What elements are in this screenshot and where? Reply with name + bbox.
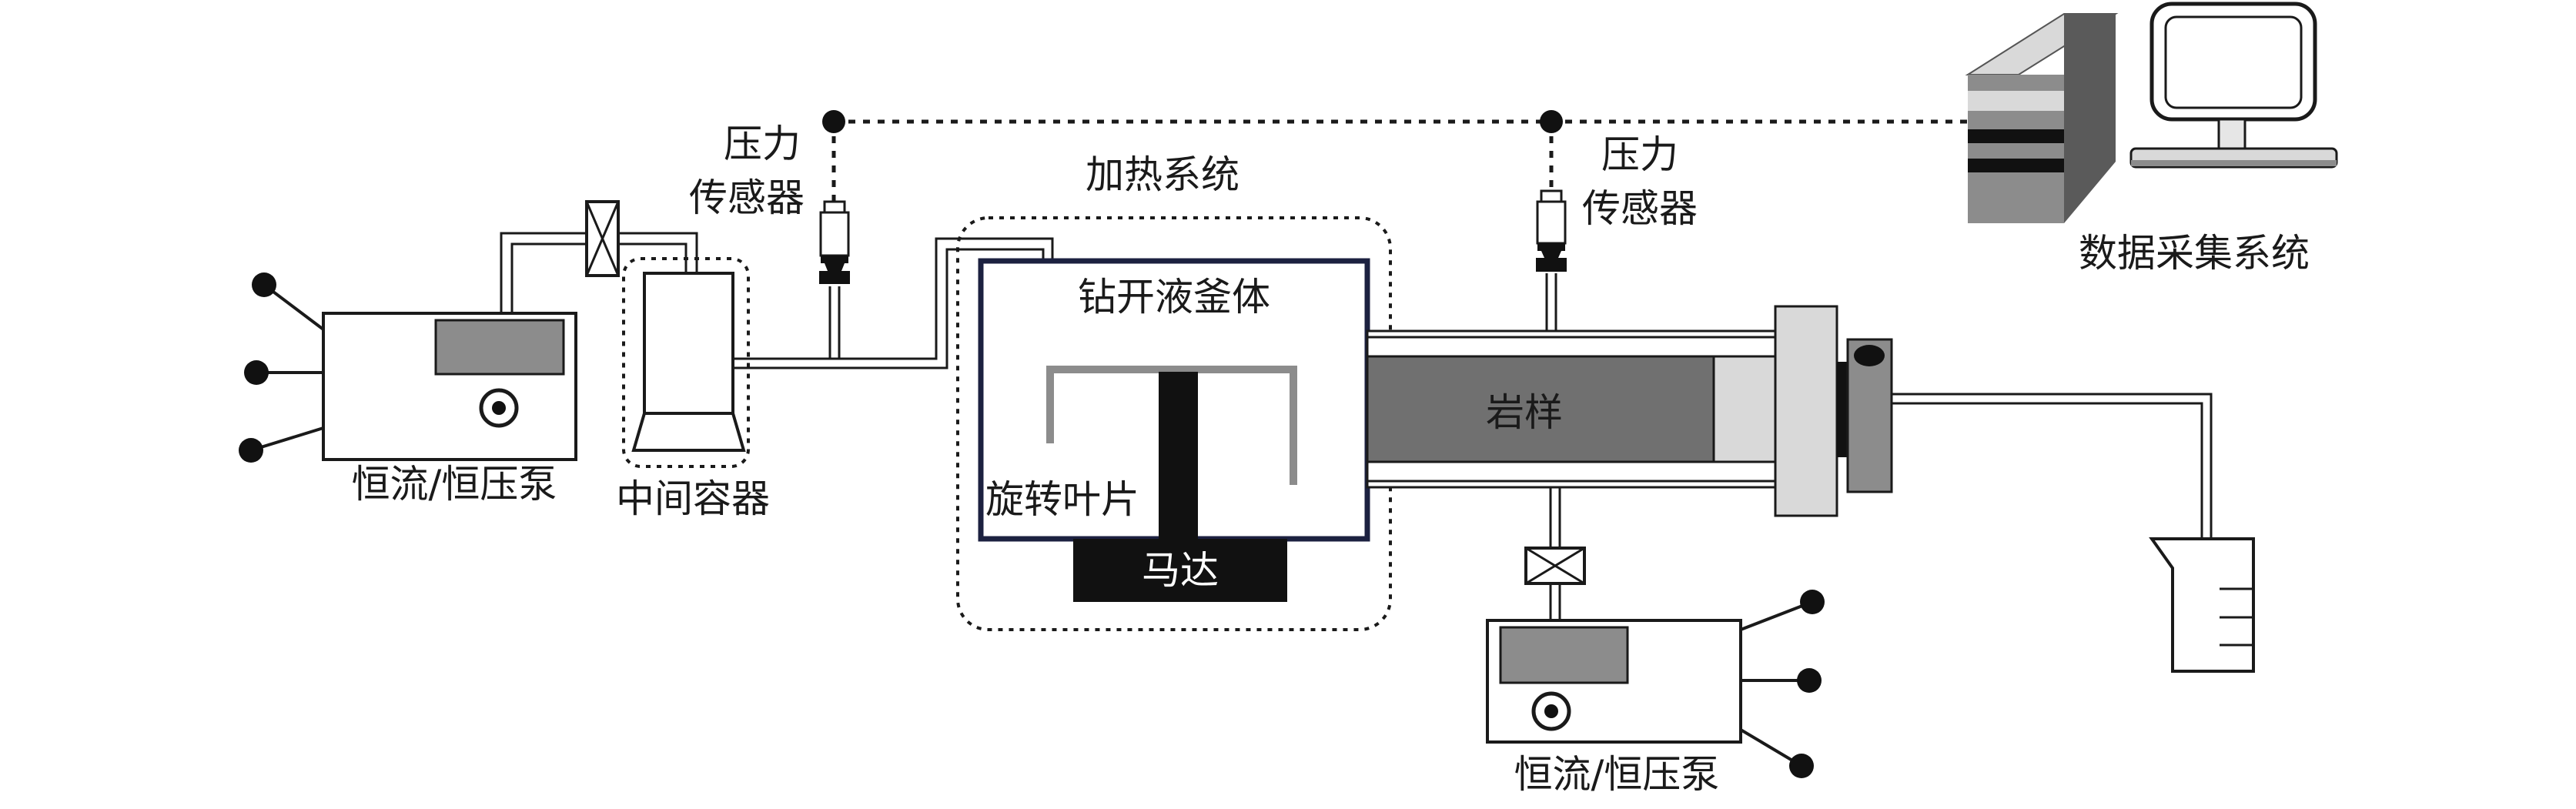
pump-left-display: [434, 319, 565, 376]
pump-left-knob-2: [244, 360, 269, 385]
computer-monitor-icon: [2129, 2, 2338, 169]
pump-right: [1486, 590, 1825, 778]
rock-sample-block: [1366, 355, 1715, 463]
core-holder: [1366, 305, 1893, 517]
pump-left: [239, 272, 577, 463]
rotating-shaft: [1159, 372, 1198, 539]
beaker-icon: [2149, 537, 2255, 673]
motor-block: [1073, 539, 1287, 602]
pump-left-knob-3: [239, 438, 263, 463]
computer-tower-icon: [1965, 13, 2119, 223]
intermediate-container: [622, 257, 750, 468]
pump-right-knob-3: [1789, 754, 1814, 778]
label-heating-system: 加热系统: [1086, 152, 1239, 197]
pump-right-knob-2: [1797, 668, 1822, 693]
label-pump-right: 恒流/恒压泵: [1514, 752, 1720, 797]
label-pressure-sensor-right-1: 压力: [1601, 132, 1678, 177]
label-drilling-fluid-vessel: 钻开液釜体: [1078, 275, 1270, 319]
label-pressure-sensor-right-2: 传感器: [1582, 186, 1698, 231]
label-motor: 马达: [1142, 548, 1219, 593]
label-intermediate-container: 中间容器: [616, 476, 770, 521]
label-data-acquisition: 数据采集系统: [2079, 231, 2310, 276]
pressure-sensor-right-device: [1536, 189, 1567, 331]
pipes-middle: [733, 237, 1054, 369]
label-pump-left: 恒流/恒压泵: [351, 462, 557, 506]
label-pressure-sensor-left-1: 压力: [724, 122, 801, 166]
pump-right-display: [1499, 626, 1629, 684]
label-rotating-blade: 旋转叶片: [985, 477, 1139, 522]
rotating-blade-arms: [1046, 366, 1297, 485]
outlet-pipe: [1892, 393, 2213, 539]
pump-left-knob-1: [252, 272, 276, 297]
pressure-sensor-left-device: [819, 200, 850, 284]
label-pressure-sensor-left-2: 传感器: [689, 176, 805, 220]
pipes-left: [500, 232, 698, 313]
valve-right: [1524, 487, 1586, 620]
pump-right-knob-1: [1800, 590, 1825, 614]
drilling-fluid-vessel: [978, 258, 1370, 602]
signal-lines: [822, 110, 1971, 202]
label-rock-sample: 岩样: [1486, 390, 1563, 435]
valve-left: [585, 200, 620, 277]
